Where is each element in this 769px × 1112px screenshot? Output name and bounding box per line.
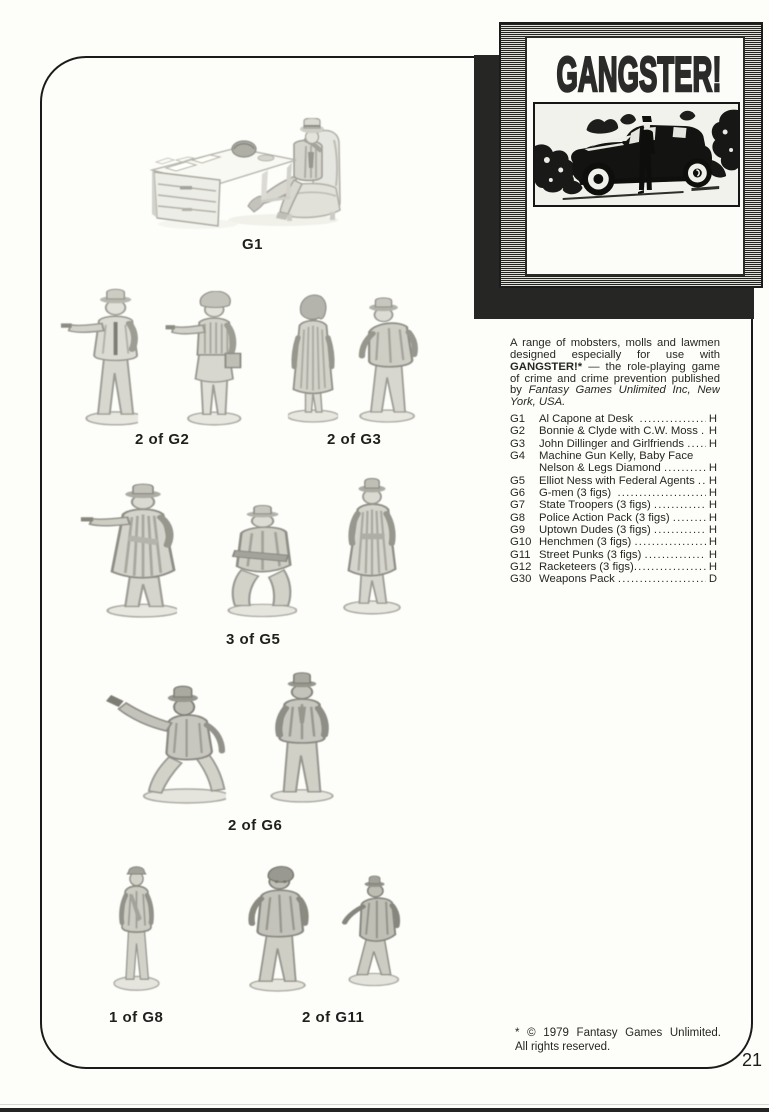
- svg-text:GANGSTER!: GANGSTER!: [557, 48, 722, 102]
